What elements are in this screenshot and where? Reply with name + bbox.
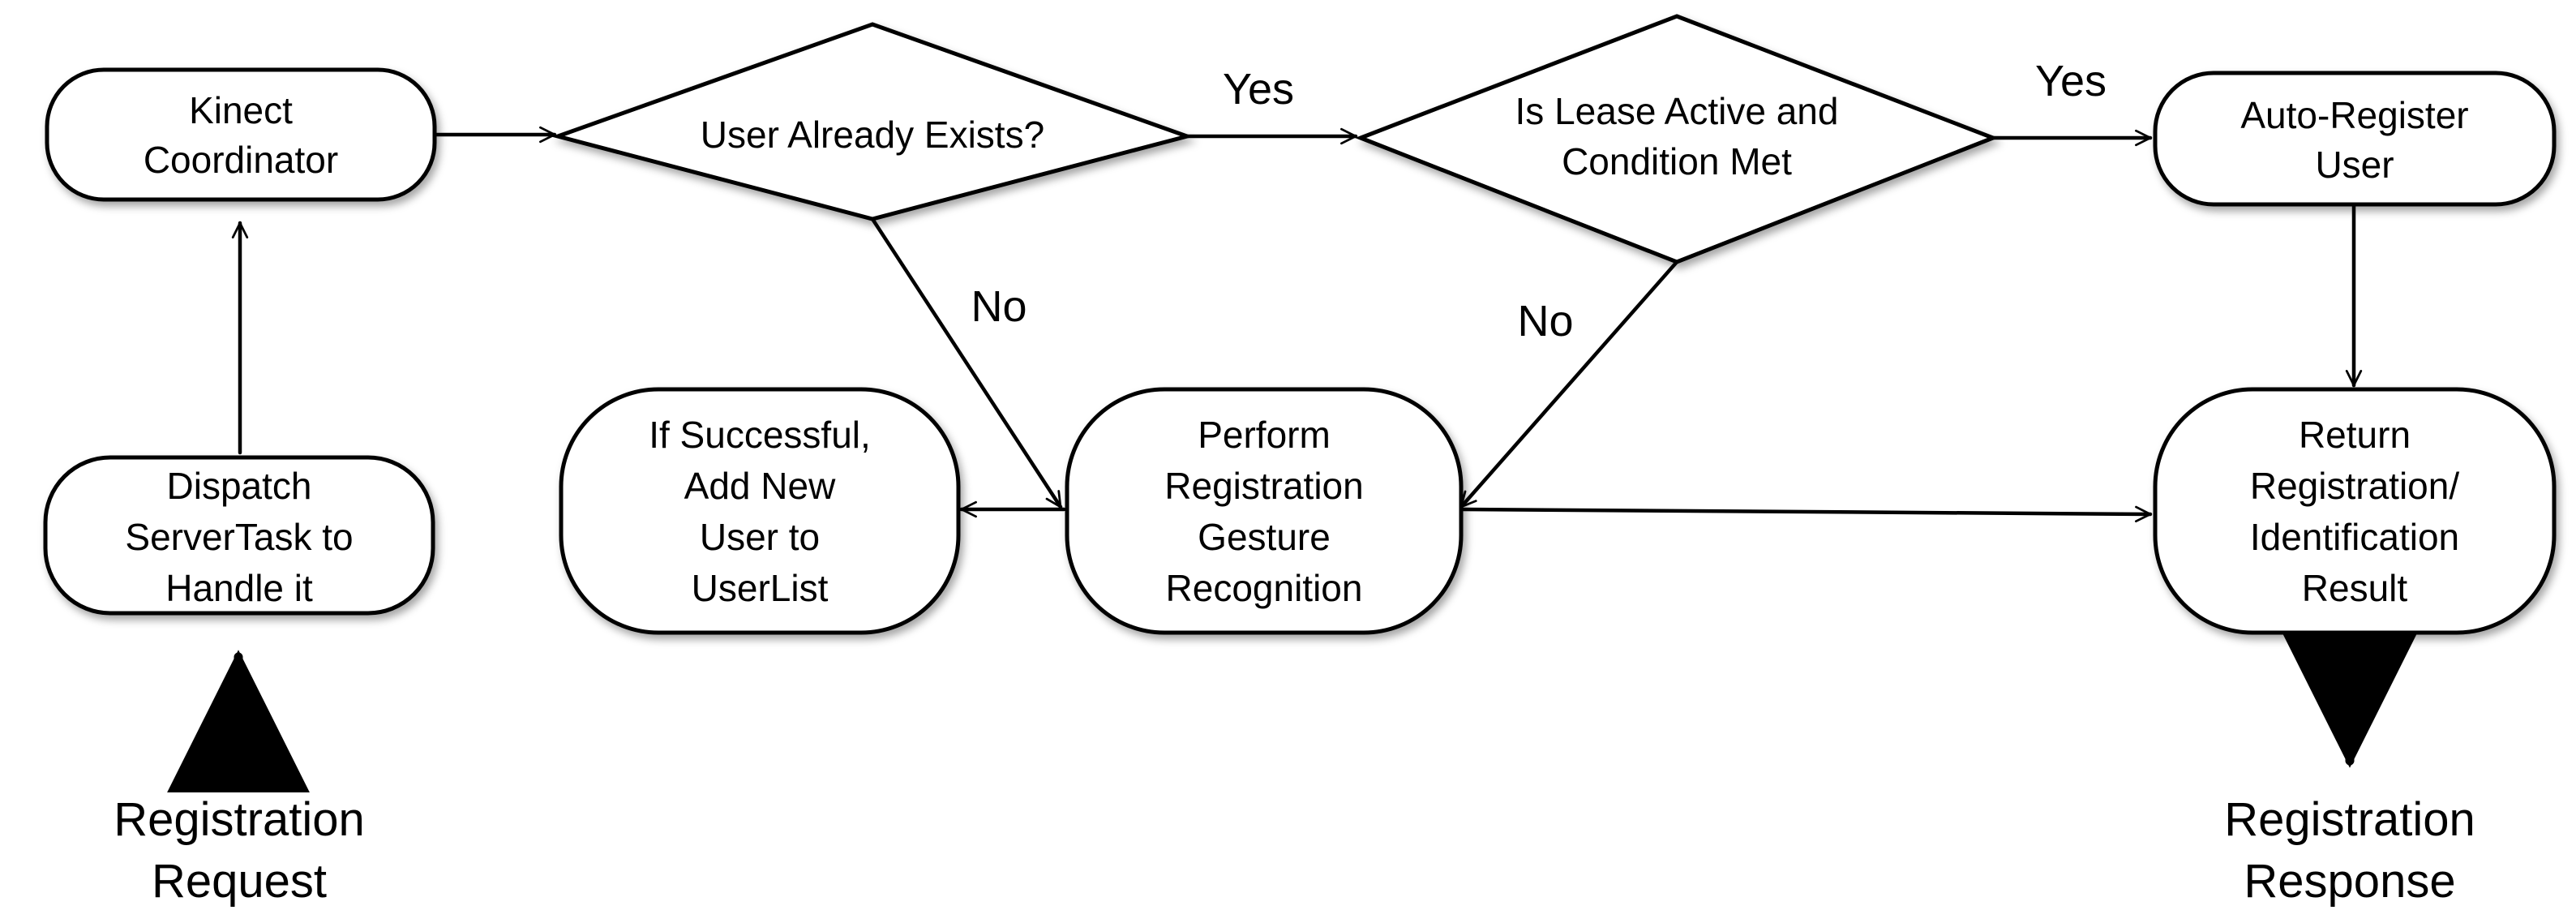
edge-perform-to-return <box>1460 505 2153 523</box>
dispatch-line-3: Handle it <box>165 567 313 609</box>
node-return-result: Return Registration/ Identification Resu… <box>2153 387 2557 635</box>
auto-register-line-2: User <box>2315 144 2394 186</box>
dispatch-line-1: Dispatch <box>167 465 312 507</box>
node-lease-active: Is Lease Active and Condition Met <box>1355 14 1999 264</box>
lease-active-line-2: Condition Met <box>1562 140 1792 182</box>
return-line-2: Registration/ <box>2250 465 2459 507</box>
lease-active-line-1: Is Lease Active and <box>1515 90 1839 132</box>
user-exists-text: User Already Exists? <box>701 114 1044 156</box>
label-user-exists-no: No <box>971 282 1027 331</box>
perform-line-4: Recognition <box>1166 567 1363 609</box>
perform-line-1: Perform <box>1198 414 1331 456</box>
node-add-new-user: If Successful, Add New User to UserList <box>559 387 961 635</box>
auto-register-line-1: Auto-Register <box>2240 94 2468 136</box>
label-user-exists-yes: Yes <box>1223 65 1294 114</box>
perform-line-2: Registration <box>1164 465 1363 507</box>
add-user-line-4: UserList <box>692 567 829 609</box>
dispatch-line-2: ServerTask to <box>125 516 353 558</box>
kinect-coordinator-line-2: Coordinator <box>144 139 338 181</box>
edge-user-exists-no <box>870 217 1063 509</box>
node-kinect-coordinator: Kinect Coordinator <box>45 67 437 202</box>
return-line-3: Identification <box>2250 516 2459 558</box>
terminal-response-line-2: Response <box>2244 855 2455 908</box>
add-user-line-2: Add New <box>684 465 836 507</box>
terminal-request-line-2: Request <box>152 855 327 908</box>
add-user-line-3: User to <box>700 516 820 558</box>
kinect-coordinator-line-1: Kinect <box>189 89 293 131</box>
return-line-1: Return <box>2299 414 2411 456</box>
node-auto-register-user: Auto-Register User <box>2153 71 2557 207</box>
label-lease-no: No <box>1517 297 1573 346</box>
perform-line-3: Gesture <box>1198 516 1331 558</box>
edges <box>167 126 2421 793</box>
terminal-request-line-1: Registration <box>114 793 364 846</box>
label-lease-yes: Yes <box>2035 57 2107 105</box>
node-user-already-exists: User Already Exists? <box>551 22 1194 221</box>
edge-lease-no <box>1459 260 1679 509</box>
add-user-line-1: If Successful, <box>649 414 871 456</box>
terminal-response-line-1: Registration <box>2224 793 2475 846</box>
node-perform-registration: Perform Registration Gesture Recognition <box>1065 387 1464 635</box>
node-dispatch-servertask: Dispatch ServerTask to Handle it <box>43 455 435 616</box>
return-line-4: Result <box>2302 567 2408 609</box>
